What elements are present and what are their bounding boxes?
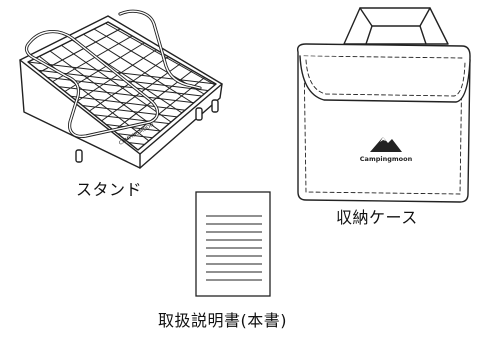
bag-drawing [296,7,471,203]
manual-text-lines [206,215,262,281]
bag-brand-mark: Campingmoon [360,155,413,163]
stand-frame-side [19,59,141,169]
manual-drawing [195,191,271,297]
stand-label: スタンド [76,180,143,199]
stand-foot-right [195,107,203,121]
manual-label: 取扱説明書(本書) [158,311,287,330]
storage-case-label: 収納ケース [336,208,418,227]
bag-logo-mountain-icon [370,137,402,152]
stand-drawing [19,9,223,169]
stand-foot-back [211,99,219,113]
bag-flap [299,55,471,103]
stand-foot-left [75,149,83,163]
manual-sheet [195,191,271,297]
stand-leg-wire-2 [118,9,202,90]
